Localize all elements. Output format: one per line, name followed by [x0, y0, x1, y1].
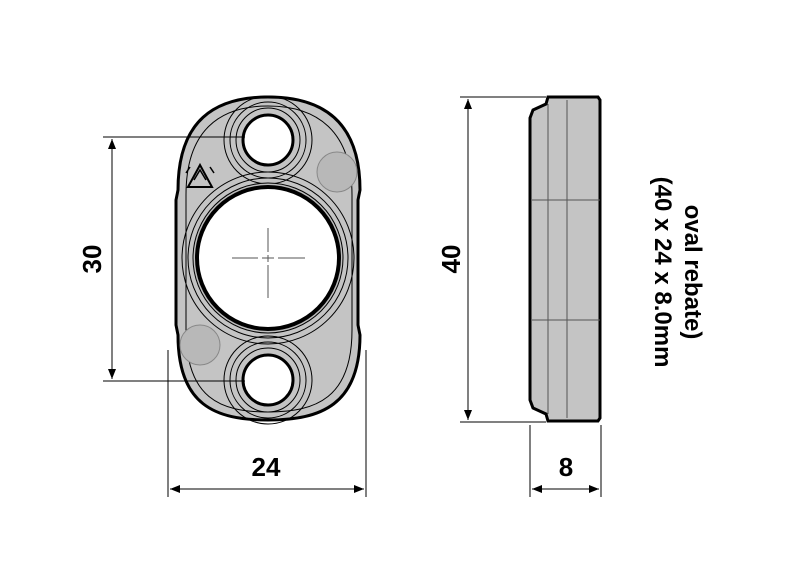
dim-depth-label: 8 [559, 452, 573, 482]
central-bore [181, 171, 355, 345]
pin-mark-left [179, 324, 221, 366]
top-screw-hole [241, 113, 295, 167]
recycle-icon [185, 162, 215, 188]
size-note: (40 x 24 x 8.0mm oval rebate) [649, 177, 706, 368]
dim-depth: 8 [529, 425, 602, 497]
side-body-outline [528, 95, 602, 423]
bottom-screw-boss [223, 335, 313, 425]
bottom-screw-hole [241, 353, 295, 407]
side-view [528, 95, 602, 423]
size-note-line2: oval rebate) [679, 205, 706, 340]
dim-height-front: 30 [77, 136, 245, 382]
top-screw-boss [223, 95, 313, 185]
dim-height-side-label: 40 [436, 245, 466, 274]
dim-height-side: 40 [436, 96, 546, 423]
dim-height-front-label: 30 [77, 245, 107, 274]
dim-width-label: 24 [252, 452, 281, 482]
size-note-line1: (40 x 24 x 8.0mm [649, 177, 676, 368]
front-inner-outline [185, 105, 353, 413]
pin-mark-right [316, 151, 358, 193]
front-view [174, 95, 362, 425]
dim-width: 24 [167, 350, 367, 497]
